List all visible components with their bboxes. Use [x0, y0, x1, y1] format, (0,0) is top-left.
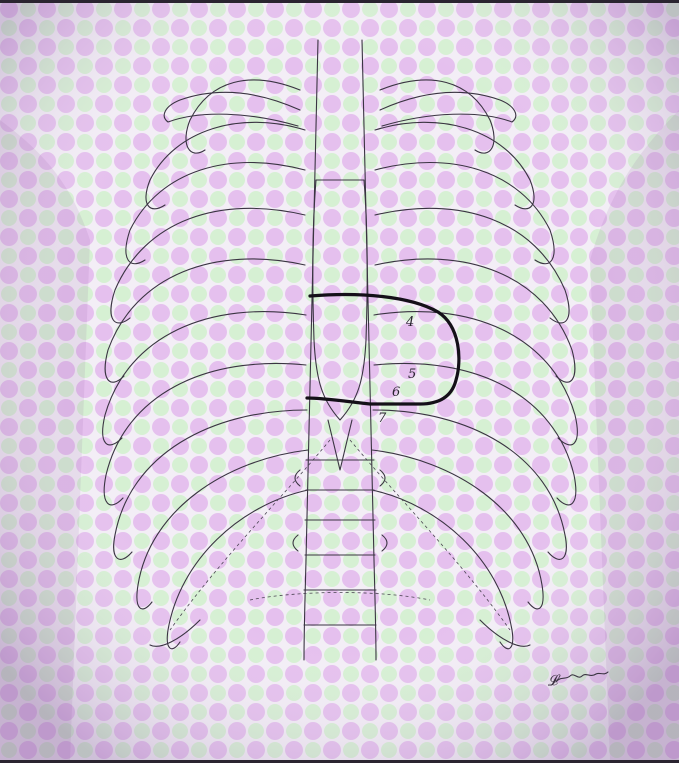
sternum: [313, 180, 368, 470]
clavicles: [164, 92, 516, 126]
rib-label-5: 5: [408, 367, 416, 382]
spine: [293, 40, 387, 660]
left-ribs: [103, 80, 308, 649]
rib-label-4: 4: [405, 315, 414, 330]
artist-signature: 𝓛: [546, 672, 562, 690]
right-ribs: [372, 80, 577, 649]
rib-label-7: 7: [378, 411, 387, 426]
heart-outline: [307, 295, 459, 404]
rib-label-6: 6: [392, 385, 400, 400]
artist-signature-scrawl: [556, 672, 608, 682]
